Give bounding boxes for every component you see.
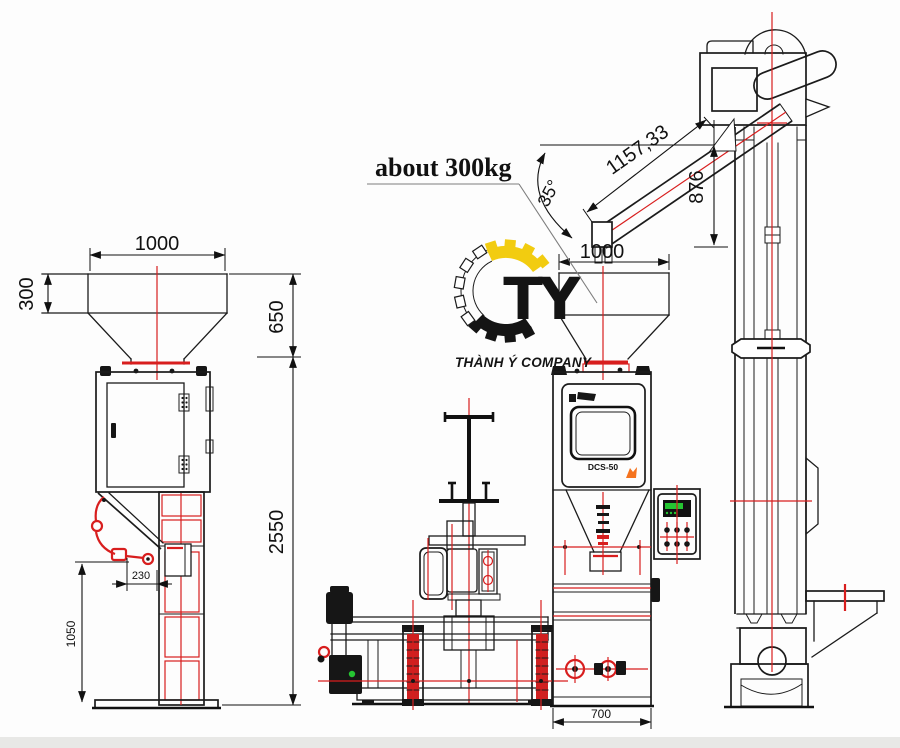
sewing-stand — [439, 412, 499, 537]
control-screen-panel: DCS-50 — [561, 383, 646, 488]
bucket-elevator — [699, 12, 885, 709]
indicator-light — [348, 670, 356, 678]
display-window — [569, 405, 637, 461]
bag-seat-mechanism — [556, 655, 648, 683]
door-hinge-bottom — [178, 455, 190, 474]
elevator-head — [699, 52, 807, 126]
door-handle — [111, 423, 116, 438]
leader-line — [518, 183, 598, 304]
middle-machine-side-view — [317, 398, 568, 710]
dim-left-outlet-clearance: 1050 — [64, 620, 78, 647]
sewing-machine-head — [419, 520, 526, 610]
logo-monogram: TY — [503, 265, 582, 333]
dim-left-hopper-total-height: 650 — [266, 300, 288, 333]
discharge-spout-hatched — [753, 50, 837, 100]
machine-model-label: DCS-50 — [588, 462, 619, 472]
dim-left-hopper-width: 1000 — [135, 233, 180, 255]
weigh-valve-stack — [593, 492, 618, 575]
dim-left-outlet-width: 230 — [132, 570, 150, 582]
roller-tower-right — [531, 625, 553, 706]
dim-elevator-feed-height: 876 — [686, 170, 708, 203]
elevator-column — [731, 125, 819, 615]
company-logo: TY THÀNH Ý COMPANY — [453, 239, 593, 370]
dim-left-hopper-inlet-height: 300 — [16, 277, 38, 310]
logo-company-name: THÀNH Ý COMPANY — [455, 355, 593, 370]
control-box — [653, 485, 701, 564]
packing-machine-front-view: DCS-50 — [550, 266, 701, 708]
cabinet-door — [106, 382, 185, 488]
discharge-spout — [164, 543, 192, 577]
bag-hanger-mechanism — [90, 496, 155, 566]
dim-left-machine-height: 2550 — [266, 510, 288, 555]
elevator-feed-hopper — [805, 584, 885, 658]
footer-strip — [0, 737, 900, 748]
weight-note-label: about 300kg — [375, 153, 512, 182]
side-bracket — [805, 456, 819, 536]
gear-logo-icon — [453, 239, 550, 343]
dim-mid-hopper-width: 1000 — [580, 241, 625, 263]
drive-motor — [317, 586, 362, 694]
door-hinge-top — [178, 393, 190, 412]
dim-machine-base-width: 700 — [591, 707, 611, 721]
side-handle — [651, 578, 660, 602]
brand-mark-icon — [626, 467, 637, 478]
left-machine-front-view — [41, 266, 228, 710]
